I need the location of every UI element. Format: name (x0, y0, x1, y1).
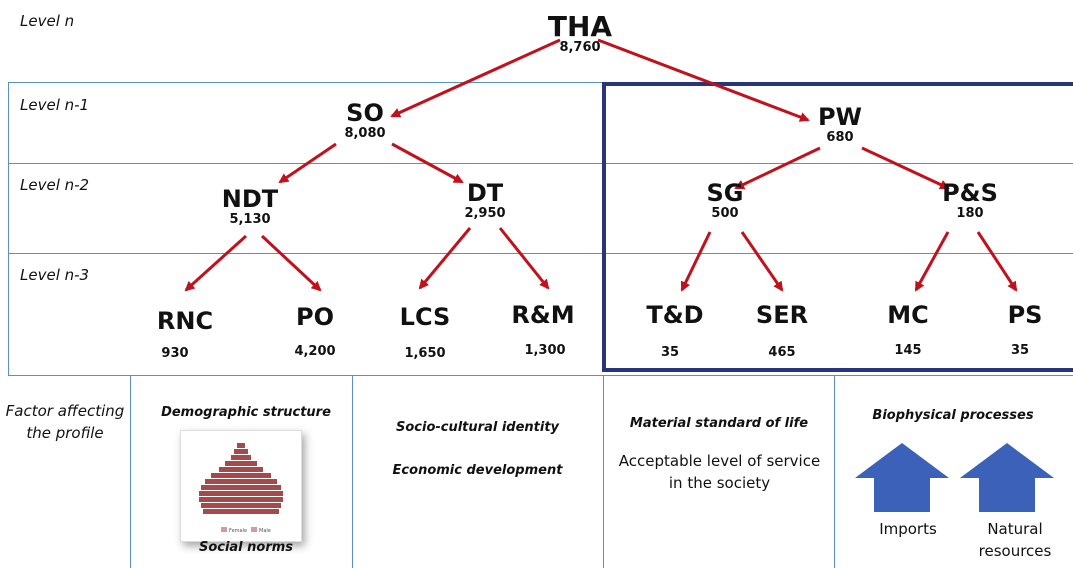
arrow-pw-sg (734, 146, 821, 190)
grid-line-bottom (8, 375, 1073, 376)
node-po-code: PO (296, 303, 334, 331)
arrow-sg-td (680, 231, 712, 292)
node-rm: R&M (498, 302, 588, 328)
node-rnc-value: 930 (161, 346, 189, 361)
node-tha: THA 8,760 (540, 10, 620, 56)
factor-row-label: Factor affecting the profile (5, 402, 125, 442)
arrow-tha-so (390, 38, 561, 118)
level-n3-label: Level n-3 (20, 266, 90, 284)
node-po-value: 4,200 (294, 344, 336, 359)
node-ps-leaf-value: 35 (1010, 343, 1030, 358)
node-ps-leaf-code: PS (1007, 301, 1043, 329)
node-ser: SER (742, 302, 822, 328)
arrow-dt-lcs (418, 227, 472, 290)
node-mc: MC (868, 302, 948, 328)
arrow-so-ndt (278, 142, 337, 184)
factor-socio-cultural: Socio-cultural identity (395, 420, 560, 435)
arrow-so-dt (391, 142, 464, 184)
factor-divider-3 (603, 376, 604, 568)
pw-highlight-box (602, 82, 1073, 372)
node-ps-parent: P&S 180 (930, 180, 1010, 222)
node-dt-code: DT (466, 179, 504, 207)
node-ps-leaf: PS (985, 302, 1065, 328)
node-td-value: 35 (660, 345, 680, 360)
pyramid-female-label: Female (229, 528, 247, 534)
node-td-code: T&D (646, 301, 704, 329)
node-ps-parent-value: 180 (956, 206, 984, 221)
grid-line-top (8, 82, 1073, 83)
factor-divider-4 (834, 376, 835, 568)
factor-material: Material standard of life (629, 416, 809, 431)
node-rm-code: R&M (511, 301, 575, 329)
node-ndt-value: 5,130 (229, 212, 271, 227)
pyramid-male-label: Male (259, 528, 271, 534)
level-n-label: Level n (20, 12, 75, 30)
node-ndt: NDT 5,130 (205, 186, 295, 228)
population-pyramid-image: Female Male (180, 430, 302, 542)
node-ps-parent-code: P&S (942, 179, 998, 207)
node-tha-code: THA (547, 10, 613, 43)
node-dt-value: 2,950 (464, 206, 506, 221)
node-lcs: LCS (385, 304, 465, 330)
population-pyramid-bars: Female Male (199, 443, 283, 534)
node-ser-code: SER (755, 301, 809, 329)
grid-line-left (8, 82, 9, 376)
arrow-pw-ps (861, 146, 950, 190)
node-so-value: 8,080 (344, 126, 386, 141)
factor-biophysical: Biophysical processes (872, 408, 1034, 423)
arrow-dt-rm (498, 227, 550, 290)
node-rm-value: 1,300 (524, 343, 566, 358)
level-n2-label: Level n-2 (20, 176, 90, 194)
factor-natural-resources: Natural resources (978, 520, 1052, 560)
node-pw-code: PW (817, 103, 863, 131)
node-sg-value: 500 (711, 206, 739, 221)
node-ser-value: 465 (768, 345, 796, 360)
natural-resources-arrow-icon (960, 443, 1054, 512)
node-lcs-code: LCS (399, 303, 451, 331)
factor-divider-2 (352, 376, 353, 568)
node-sg-code: SG (706, 179, 744, 207)
factor-demographic: Demographic structure (161, 405, 331, 420)
factor-social-norms: Social norms (198, 540, 294, 555)
factor-imports: Imports (879, 520, 937, 538)
factor-divider-1 (130, 376, 131, 568)
node-po: PO (275, 304, 355, 330)
node-dt: DT 2,950 (440, 180, 530, 222)
node-pw-value: 680 (826, 130, 854, 145)
node-so: SO 8,080 (320, 100, 410, 142)
node-pw: PW 680 (800, 104, 880, 146)
biophysical-arrows (855, 443, 1054, 512)
node-lcs-value: 1,650 (404, 346, 446, 361)
node-mc-code: MC (887, 301, 929, 329)
node-ndt-code: NDT (221, 185, 279, 213)
arrow-ndt-po (260, 234, 322, 292)
arrow-sg-ser (740, 231, 784, 292)
grid-line-n3 (8, 253, 1073, 254)
node-rnc-code: RNC (156, 307, 214, 335)
arrow-ndt-rnc (184, 234, 248, 292)
node-mc-value: 145 (894, 343, 922, 358)
arrow-ps-psleaf (976, 231, 1018, 292)
node-td: T&D (635, 302, 715, 328)
factor-economic: Economic development (392, 463, 563, 478)
node-tha-value: 8,760 (559, 40, 601, 55)
node-so-code: SO (346, 99, 384, 127)
arrow-ps-mc (914, 231, 950, 292)
imports-arrow-icon (855, 443, 949, 512)
grid-line-n2 (8, 163, 1073, 164)
factor-acceptable-service: Acceptable level of service in the socie… (618, 452, 821, 492)
arrow-tha-pw (597, 38, 810, 122)
node-rnc: RNC (140, 308, 230, 334)
node-sg: SG 500 (690, 180, 760, 222)
level-n1-label: Level n-1 (20, 96, 90, 114)
